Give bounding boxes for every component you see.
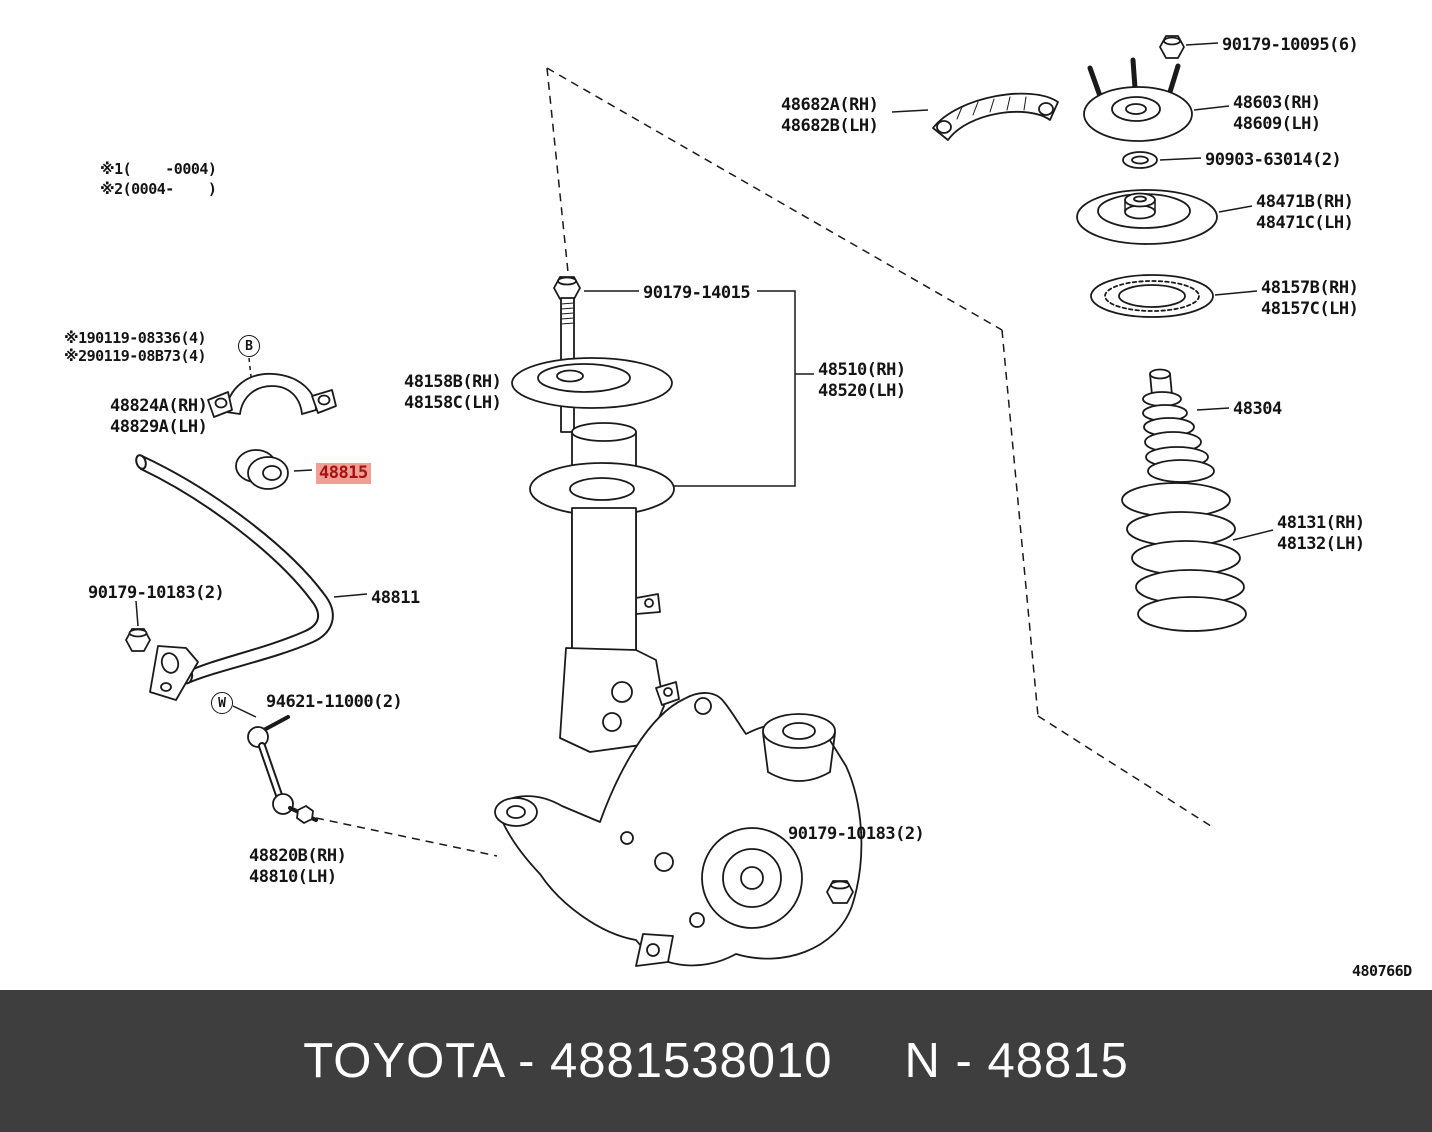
parts-drawing (125, 35, 1247, 967)
part-label-90179-14015[interactable]: 90179-14015 (643, 283, 751, 303)
bracket-48824-drawing (207, 373, 337, 418)
part-label-48157[interactable]: 48157B(RH) 48157C(LH) (1261, 278, 1359, 319)
part-label-48510[interactable]: 48510(RH) 48520(LH) (818, 360, 906, 401)
diagram-art (125, 35, 1274, 967)
part-label-90179-10183-l[interactable]: 90179-10183(2) (88, 583, 225, 603)
part-label-90903-63014[interactable]: 90903-63014(2) (1205, 150, 1342, 170)
part-label-90179-10183-r[interactable]: 90179-10183(2) (788, 824, 925, 844)
part-label-48158[interactable]: 48158B(RH) 48158C(LH) (404, 372, 502, 413)
part-label-48304[interactable]: 48304 (1233, 399, 1282, 419)
part-label-48603[interactable]: 48603(RH) 48609(LH) (1233, 93, 1321, 134)
nut-90179-10183-left-drawing (125, 628, 151, 652)
coil-spring-48131-drawing (1121, 482, 1247, 632)
banner-part-number: TOYOTA - 4881538010 (303, 1034, 833, 1088)
knuckle-drawing (494, 692, 863, 967)
callout-circle-b: B (238, 335, 260, 357)
part-label-note-1: ※1( -0004) (100, 160, 217, 178)
part-banner: TOYOTA - 4881538010 N - 48815 (0, 990, 1432, 1132)
part-label-94621-11000[interactable]: 94621-11000(2) (266, 692, 403, 712)
banner-n-number: N - 48815 (904, 1034, 1129, 1088)
part-label-90179-10095[interactable]: 90179-10095(6) (1222, 35, 1359, 55)
part-label-48811[interactable]: 48811 (371, 588, 420, 608)
stabilizer-link-48820-drawing (247, 715, 318, 824)
bearing-48157-drawing (1090, 274, 1214, 318)
diagram-code: 480766D (1352, 962, 1412, 980)
part-label-note-2: ※2(0004- ) (100, 180, 217, 198)
spring-seat-48471-drawing (1076, 189, 1218, 245)
part-label-48824[interactable]: 48824A(RH) 48829A(LH) (110, 396, 208, 437)
callout-circle-w: W (211, 692, 233, 714)
axis-dashed-lines (315, 67, 1215, 857)
washer-90903-drawing (1122, 151, 1158, 169)
part-label-48815[interactable]: 48815 (316, 463, 371, 484)
nut-90179-10095-drawing (1159, 35, 1185, 59)
bar-end-bracket-drawing (149, 645, 199, 701)
strut-48510-drawing (511, 297, 680, 753)
part-label-48820[interactable]: 48820B(RH) 48810(LH) (249, 846, 347, 887)
part-label-48471[interactable]: 48471B(RH) 48471C(LH) (1256, 192, 1354, 233)
nut-90179-10183-right-drawing (826, 880, 854, 904)
bushing-48815-drawing (235, 449, 289, 490)
part-label-48131[interactable]: 48131(RH) 48132(LH) (1277, 513, 1365, 554)
nut-90179-14015-drawing (553, 276, 581, 300)
strut-mount-48603-drawing (1083, 57, 1193, 142)
part-label-48682[interactable]: 48682A(RH) 48682B(LH) (781, 95, 879, 136)
leader-lines (135, 42, 1274, 878)
dust-boot-48304-drawing (1142, 368, 1215, 483)
labels-layer: ※1( -0004) ※2(0004- ) 90179-10095(6) 48682A… (64, 35, 1365, 887)
part-label-bolt-note: ※190119-08336(4) ※290119-08B73(4) (64, 329, 207, 366)
support-48682-drawing (932, 92, 1059, 141)
